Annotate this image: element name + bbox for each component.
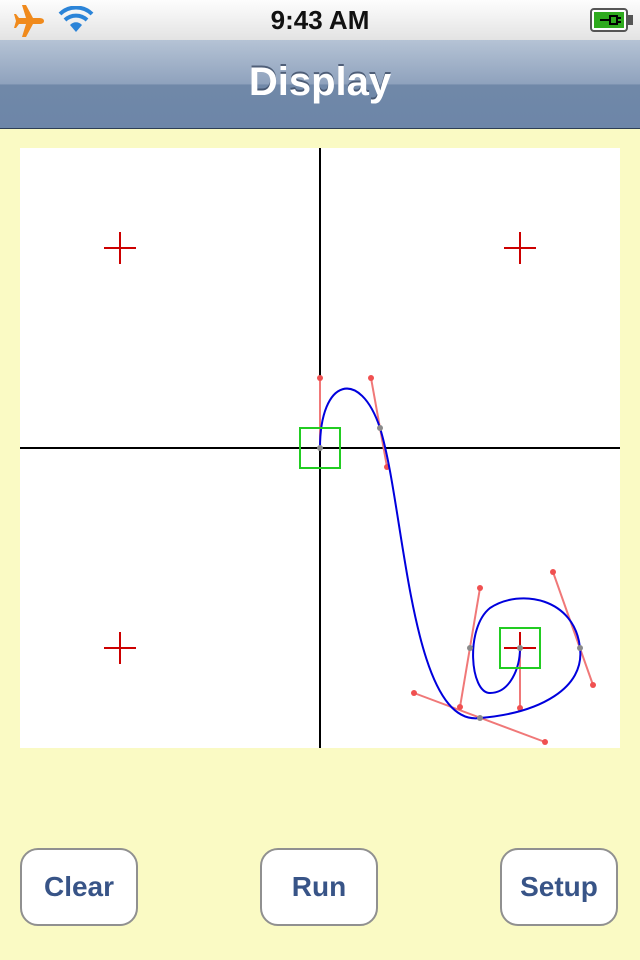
start-point-box[interactable] — [299, 427, 341, 469]
curve-display[interactable] — [20, 148, 620, 748]
handle-point[interactable] — [550, 569, 556, 575]
handle-point[interactable] — [368, 375, 374, 381]
run-button[interactable]: Run — [260, 848, 378, 926]
crosshair-marker — [104, 632, 136, 664]
drawing-canvas[interactable] — [20, 148, 620, 748]
curve-node[interactable] — [467, 645, 473, 651]
end-point-box[interactable] — [499, 627, 541, 669]
handle-point[interactable] — [517, 705, 523, 711]
airplane-icon — [10, 4, 48, 43]
curve-node[interactable] — [517, 645, 523, 651]
crosshair-marker — [104, 232, 136, 264]
curve-node[interactable] — [477, 715, 483, 721]
curve-node[interactable] — [377, 425, 383, 431]
handle-point[interactable] — [411, 690, 417, 696]
crosshair-marker — [504, 232, 536, 264]
handle-point[interactable] — [457, 704, 463, 710]
status-bar: 9:43 AM — [0, 0, 640, 41]
curve-node[interactable] — [317, 445, 323, 451]
wifi-icon — [58, 5, 94, 39]
handle-point[interactable] — [542, 739, 548, 745]
battery-charging-icon — [590, 8, 634, 37]
page-title: Display — [248, 60, 392, 104]
clear-button[interactable]: Clear — [20, 848, 138, 926]
setup-button[interactable]: Setup — [500, 848, 618, 926]
control-handle — [552, 571, 594, 686]
navigation-bar: Display — [0, 40, 640, 129]
curve-node[interactable] — [577, 645, 583, 651]
bezier-curve — [319, 387, 582, 720]
status-time: 9:43 AM — [270, 5, 370, 35]
handle-point[interactable] — [317, 375, 323, 381]
handle-point[interactable] — [477, 585, 483, 591]
handle-point[interactable] — [590, 682, 596, 688]
